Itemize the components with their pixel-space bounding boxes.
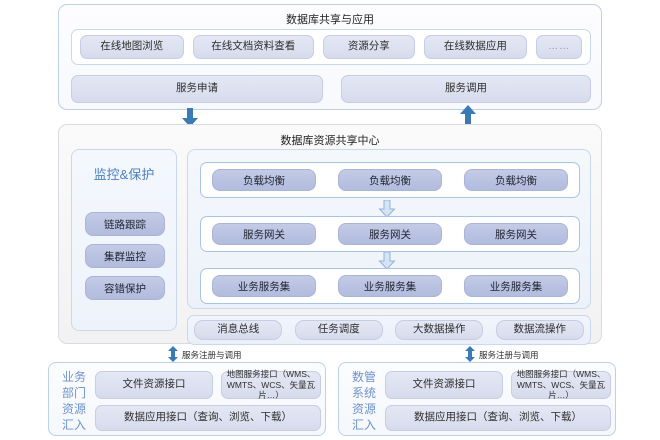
ingest-right-row-2: 数据应用接口（查询、浏览、下载） bbox=[385, 405, 611, 431]
load-balancer-node-3[interactable]: 负载均衡 bbox=[464, 169, 568, 191]
monitor-item-cluster-monitoring[interactable]: 集群监控 bbox=[85, 244, 165, 268]
ingest-left-row-1: 文件资源接口 地图服务接口（WMS、WMTS、WCS、矢量瓦片…） bbox=[95, 369, 321, 400]
ingest-right-label-line-4: 汇入 bbox=[351, 417, 376, 432]
monitor-item-link-tracing[interactable]: 链路跟踪 bbox=[85, 212, 165, 236]
ingest-left-geo-service-interface[interactable]: 地图服务接口（WMS、WMTS、WCS、矢量瓦片…） bbox=[221, 369, 321, 400]
business-service-node-1[interactable]: 业务服务集 bbox=[212, 275, 316, 297]
ingest-left-label-line-4: 汇入 bbox=[61, 417, 86, 432]
database-sharing-application-section: 数据库共享与应用 在线地图浏览 在线文档资料查看 资源分享 在线数据应用 …… … bbox=[58, 4, 602, 110]
monitor-panel-title: 监控&保护 bbox=[93, 167, 155, 182]
arrow-bidirectional-register-right bbox=[464, 346, 476, 362]
service-apply-block[interactable]: 服务申请 bbox=[71, 75, 323, 103]
middle-section-title: 数据库资源共享中心 bbox=[280, 135, 380, 147]
service-gateway-row: 服务网关 服务网关 服务网关 bbox=[200, 216, 580, 252]
arrow-down-lb-to-gateway bbox=[378, 200, 396, 218]
capability-dataflow-operation[interactable]: 数据流操作 bbox=[495, 320, 584, 340]
ingest-right-label: 数管 系统 资源 汇入 bbox=[347, 370, 381, 434]
core-service-stack-panel: 负载均衡 负载均衡 负载均衡 服务网关 服务网关 服务网关 业务服务 bbox=[187, 149, 591, 309]
business-service-node-2[interactable]: 业务服务集 bbox=[338, 275, 442, 297]
service-gateway-node-1[interactable]: 服务网关 bbox=[212, 223, 316, 245]
load-balancer-node-2[interactable]: 负载均衡 bbox=[338, 169, 442, 191]
ingest-right-label-line-3: 资源 bbox=[351, 401, 376, 416]
resource-sharing-center-section: 数据库资源共享中心 监控&保护 链路跟踪 集群监控 容错保护 负载均衡 负载均衡… bbox=[58, 124, 602, 345]
business-service-node-3[interactable]: 业务服务集 bbox=[464, 275, 568, 297]
ingest-left-data-application-interface[interactable]: 数据应用接口（查询、浏览、下载） bbox=[95, 405, 321, 431]
app-online-data-application[interactable]: 在线数据应用 bbox=[423, 35, 528, 59]
business-department-ingest-block: 业务 部门 资源 汇入 文件资源接口 地图服务接口（WMS、WMTS、WCS、矢… bbox=[48, 362, 326, 436]
capability-message-bus[interactable]: 消息总线 bbox=[194, 320, 283, 340]
ingest-right-row-1: 文件资源接口 地图服务接口（WMS、WMTS、WCS、矢量瓦片…） bbox=[385, 369, 611, 400]
monitor-protection-panel: 监控&保护 链路跟踪 集群监控 容错保护 bbox=[71, 149, 177, 331]
app-online-map-browse[interactable]: 在线地图浏览 bbox=[80, 35, 184, 59]
application-list-container: 在线地图浏览 在线文档资料查看 资源分享 在线数据应用 …… bbox=[71, 29, 591, 65]
load-balancer-node-1[interactable]: 负载均衡 bbox=[212, 169, 316, 191]
top-section-title: 数据库共享与应用 bbox=[286, 14, 374, 26]
ingest-left-label-line-2: 部门 bbox=[61, 385, 86, 400]
arrow-down-gateway-to-service bbox=[378, 252, 396, 270]
capability-bigdata-operation[interactable]: 大数据操作 bbox=[395, 320, 484, 340]
arrow-up-service-call bbox=[458, 104, 478, 126]
service-gateway-node-2[interactable]: 服务网关 bbox=[338, 223, 442, 245]
service-gateway-node-3[interactable]: 服务网关 bbox=[464, 223, 568, 245]
ingest-right-geo-service-interface[interactable]: 地图服务接口（WMS、WMTS、WCS、矢量瓦片…） bbox=[511, 369, 611, 400]
ingest-left-row-2: 数据应用接口（查询、浏览、下载） bbox=[95, 405, 321, 431]
ingest-right-data-application-interface[interactable]: 数据应用接口（查询、浏览、下载） bbox=[385, 405, 611, 431]
load-balancer-row: 负载均衡 负载均衡 负载均衡 bbox=[200, 162, 580, 198]
service-call-block[interactable]: 服务调用 bbox=[341, 75, 591, 103]
arrow-down-service-apply bbox=[180, 108, 200, 128]
app-online-document-view[interactable]: 在线文档资料查看 bbox=[192, 35, 315, 59]
platform-capability-bar: 消息总线 任务调度 大数据操作 数据流操作 bbox=[187, 315, 591, 345]
business-service-row: 业务服务集 业务服务集 业务服务集 bbox=[200, 268, 580, 304]
ingest-right-file-resource-interface[interactable]: 文件资源接口 bbox=[385, 371, 503, 399]
app-more-ellipsis[interactable]: …… bbox=[536, 35, 582, 59]
app-resource-sharing[interactable]: 资源分享 bbox=[323, 35, 415, 59]
capability-task-scheduling[interactable]: 任务调度 bbox=[294, 320, 383, 340]
arrow-bidirectional-register-left bbox=[167, 346, 179, 362]
label-service-register-call-left: 服务注册与调用 bbox=[182, 350, 242, 360]
ingest-left-file-resource-interface[interactable]: 文件资源接口 bbox=[95, 371, 213, 399]
monitor-item-fault-tolerance[interactable]: 容错保护 bbox=[85, 276, 165, 300]
ingest-left-label: 业务 部门 资源 汇入 bbox=[57, 370, 91, 434]
ingest-right-label-line-1: 数管 bbox=[351, 370, 376, 384]
ingest-right-label-line-2: 系统 bbox=[351, 385, 376, 400]
label-service-register-call-right: 服务注册与调用 bbox=[479, 350, 539, 360]
data-management-system-ingest-block: 数管 系统 资源 汇入 文件资源接口 地图服务接口（WMS、WMTS、WCS、矢… bbox=[338, 362, 616, 436]
ingest-left-label-line-1: 业务 bbox=[61, 370, 86, 384]
ingest-left-label-line-3: 资源 bbox=[61, 401, 86, 416]
